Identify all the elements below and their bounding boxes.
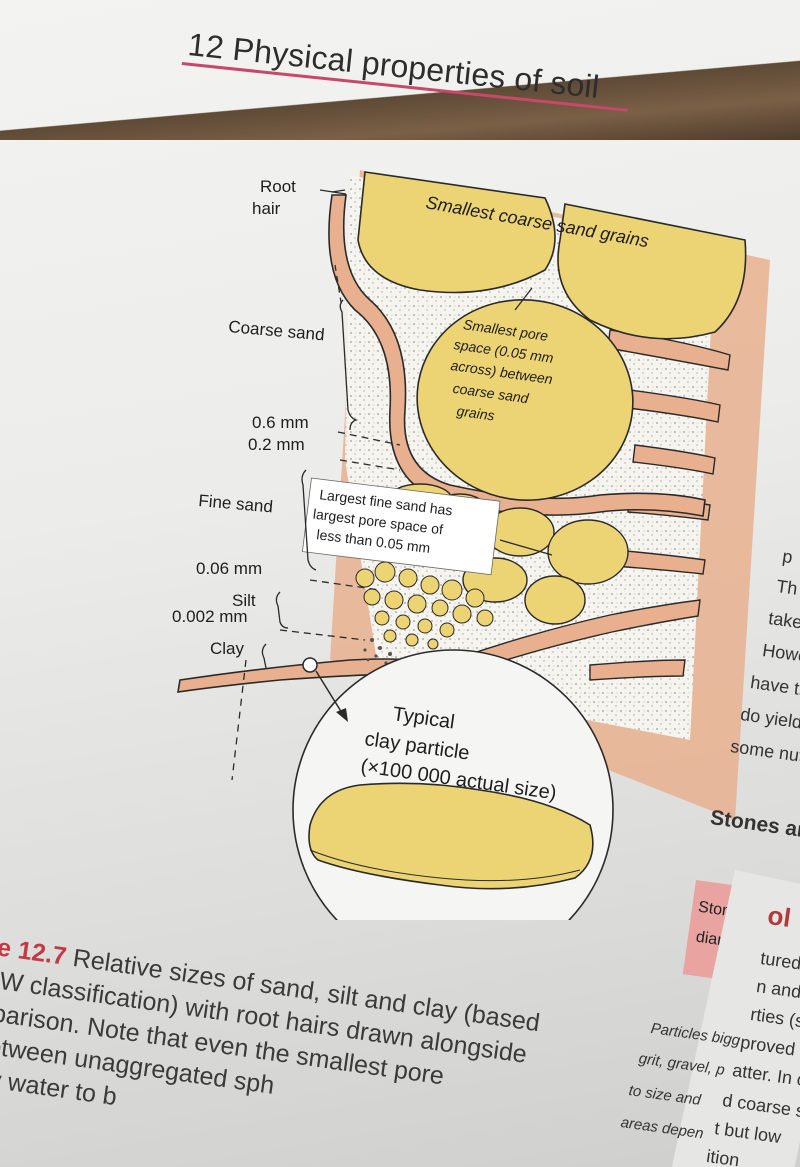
label-root-hair-2: hair (252, 199, 281, 218)
label-mm-06: 0.6 mm (252, 413, 309, 432)
clay-dots (363, 638, 402, 665)
root-hair (328, 194, 706, 517)
figure-caption: re 12.7 Relative sizes of sand, silt and… (0, 930, 624, 1167)
clay-magnifier: Typical clay particle (×100 000 actual s… (292, 649, 614, 920)
label-mm-02: 0.2 mm (248, 435, 305, 454)
side-frag-2: Th (775, 576, 799, 599)
label-coarse-sand: Coarse sand (228, 317, 326, 344)
label-mm-006: 0.06 mm (196, 559, 262, 578)
largest-fine-box (301, 477, 501, 576)
label-pore-5: grains (456, 402, 496, 423)
label-silt: Silt (232, 591, 256, 610)
label-fine-sand: Fine sand (198, 491, 274, 516)
figure-number: re 12.7 (0, 931, 69, 971)
silt-grains (355, 561, 494, 650)
label-clay: Clay (210, 639, 245, 658)
magnifier-pointer (302, 657, 318, 673)
table-background (0, 0, 800, 140)
root-branches (399, 329, 731, 697)
clay-particle (308, 782, 594, 890)
overlap-word: ol (765, 900, 793, 933)
label-root-hair-1: Root (260, 177, 296, 196)
coarse-sand-grains (357, 171, 747, 501)
soil-particle-figure: Root hair Coarse sand 0.6 mm 0.2 mm Fine… (172, 170, 770, 920)
scale-brackets (231, 189, 553, 781)
overlap-8: ition (705, 1146, 741, 1167)
label-mm-0002: 0.002 mm (172, 607, 248, 626)
